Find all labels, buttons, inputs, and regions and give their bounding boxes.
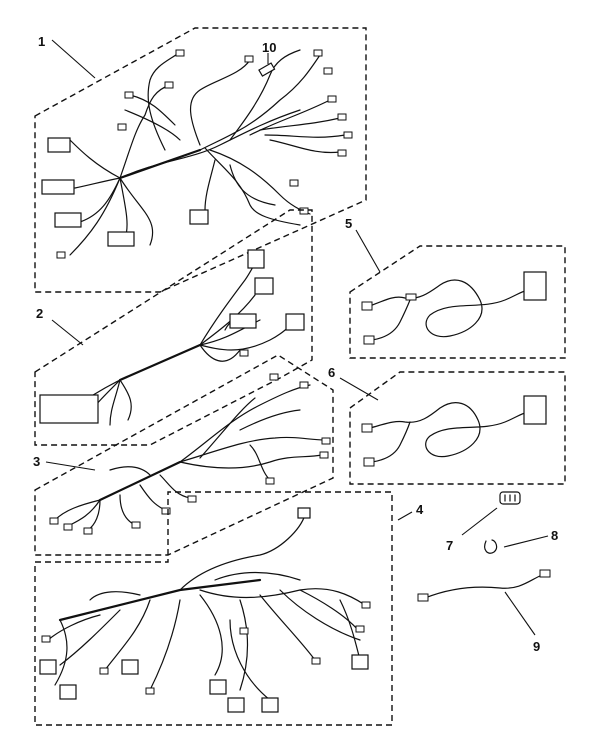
- callout-2: 2: [36, 306, 43, 321]
- terminal-icon: [337, 113, 347, 121]
- terminal-icon: [161, 507, 171, 515]
- connector-icon: [523, 395, 547, 425]
- terminal-icon: [41, 635, 51, 643]
- connector-icon: [351, 654, 369, 670]
- terminal-icon: [164, 81, 174, 89]
- connector-icon: [47, 137, 71, 153]
- connector-icon: [227, 697, 245, 713]
- connector-icon: [523, 271, 547, 301]
- harness-4-box: [34, 491, 393, 726]
- connector-icon: [39, 659, 57, 675]
- harness-6: [339, 371, 566, 485]
- terminal-icon: [323, 67, 333, 75]
- connector-icon: [261, 697, 279, 713]
- terminal-icon: [299, 381, 309, 389]
- callout-9: 9: [533, 639, 540, 654]
- terminal-icon: [265, 477, 275, 485]
- terminal-icon: [313, 49, 323, 57]
- terminal-icon: [49, 517, 59, 525]
- harness-3-box: [34, 354, 334, 556]
- harness-3: [34, 354, 334, 556]
- terminal-icon: [289, 179, 299, 187]
- terminal-icon: [239, 627, 249, 635]
- callout-1: 1: [38, 34, 45, 49]
- terminal-icon: [343, 131, 353, 139]
- connector-icon: [41, 179, 75, 195]
- harness-1: [34, 27, 367, 293]
- callout-7: 7: [446, 538, 453, 553]
- terminal-icon: [145, 687, 155, 695]
- sleeve-icon: [405, 293, 417, 301]
- clip-7: [461, 491, 521, 536]
- harness-1-box: [34, 27, 367, 293]
- terminal-icon: [299, 207, 309, 215]
- terminal-icon: [124, 91, 134, 99]
- terminal-icon: [361, 601, 371, 609]
- connector-icon: [209, 679, 227, 695]
- connector-icon: [285, 313, 305, 331]
- connector-icon: [247, 249, 265, 269]
- terminal-icon: [363, 335, 375, 345]
- terminal-icon: [187, 495, 197, 503]
- terminal-icon: [244, 55, 254, 63]
- connector-icon: [121, 659, 139, 675]
- terminal-icon: [83, 527, 93, 535]
- harness-5-box: [349, 245, 566, 359]
- connector-icon: [297, 507, 311, 519]
- callout-8: 8: [551, 528, 558, 543]
- connector-icon: [189, 209, 209, 225]
- ring-clip-icon: [484, 539, 498, 554]
- terminal-icon: [361, 301, 373, 311]
- terminal-icon: [319, 451, 329, 459]
- connector-icon: [229, 313, 257, 329]
- connector-icon: [254, 277, 274, 295]
- terminal-icon: [363, 457, 375, 467]
- connector-icon: [39, 394, 99, 424]
- terminal-icon: [63, 523, 73, 531]
- callout-5: 5: [345, 216, 352, 231]
- terminal-icon: [337, 149, 347, 157]
- harness-5: [349, 229, 566, 359]
- terminal-icon: [175, 49, 185, 57]
- terminal-icon: [355, 625, 365, 633]
- terminal-icon: [117, 123, 127, 131]
- harness-2-box: [34, 209, 313, 446]
- terminal-icon: [539, 569, 551, 578]
- connector-icon: [107, 231, 135, 247]
- harness-2: [34, 209, 313, 446]
- terminal-icon: [56, 251, 66, 259]
- terminal-icon: [361, 423, 373, 433]
- jumper-wire-9: [417, 569, 551, 636]
- terminal-icon: [321, 437, 331, 445]
- callout-4: 4: [416, 502, 424, 517]
- terminal-icon: [311, 657, 321, 665]
- terminal-icon: [417, 593, 429, 602]
- terminal-icon: [327, 95, 337, 103]
- terminal-icon: [269, 373, 279, 381]
- connector-icon: [54, 212, 82, 228]
- sleeve-icon: [258, 62, 276, 77]
- harness-4: [34, 491, 413, 726]
- jumper-wire-icon: [424, 574, 543, 599]
- terminal-icon: [131, 521, 141, 529]
- ring-clip-8: [484, 535, 549, 554]
- callout-3: 3: [33, 454, 40, 469]
- connector-icon: [59, 684, 77, 700]
- terminal-icon: [239, 349, 249, 357]
- callout-6: 6: [328, 365, 335, 380]
- harness-6-box: [349, 371, 566, 485]
- terminal-icon: [99, 667, 109, 675]
- callout-10: 10: [262, 40, 276, 55]
